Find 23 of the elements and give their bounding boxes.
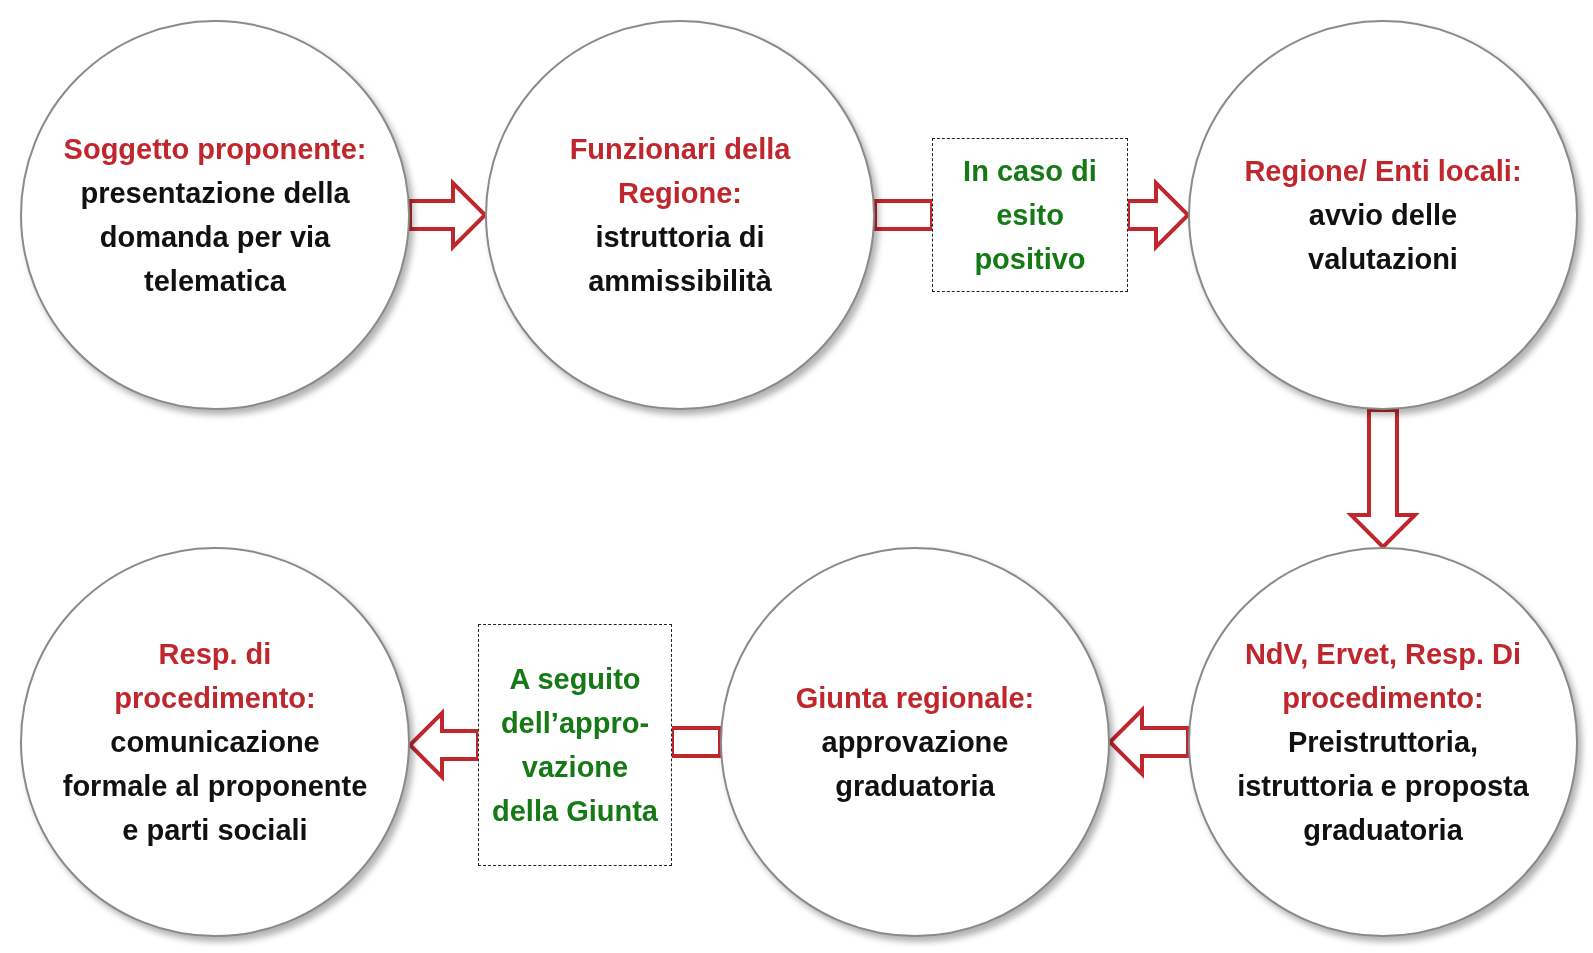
step-description: comunicazione formale al proponente e parti sociali	[62, 725, 368, 848]
role-heading: Funzionari della Regione:	[568, 132, 792, 211]
block-arrow	[873, 199, 934, 231]
step-description: presentazione della domanda per via telematica	[79, 176, 351, 299]
role-heading: NdV, Ervet, Resp. Di procedimento:	[1243, 637, 1523, 716]
block-arrow	[407, 708, 480, 782]
block-arrow	[670, 726, 722, 758]
condition-box	[932, 138, 1128, 292]
step-description: istruttoria di ammissibilità	[587, 220, 773, 299]
block-arrow	[408, 178, 488, 252]
step-description: approvazione graduatoria	[820, 725, 1010, 804]
role-heading: Soggetto proponente:	[63, 132, 367, 167]
step-description: Preistruttoria, istruttoria e proposta graduatoria	[1236, 725, 1530, 848]
block-arrow	[1346, 408, 1420, 550]
role-heading: Regione/ Enti locali:	[1244, 154, 1522, 189]
condition-box	[478, 624, 672, 866]
step-description: avvio delle valutazioni	[1307, 198, 1459, 277]
condition-text: In caso di esito positivo	[962, 154, 1098, 277]
block-arrow	[1126, 178, 1191, 252]
role-heading: Resp. di procedimento:	[113, 637, 317, 716]
condition-text: A seguito dell’appro- vazione della Giunta	[491, 662, 659, 829]
block-arrow	[1107, 705, 1190, 779]
role-heading: Giunta regionale:	[795, 681, 1035, 716]
